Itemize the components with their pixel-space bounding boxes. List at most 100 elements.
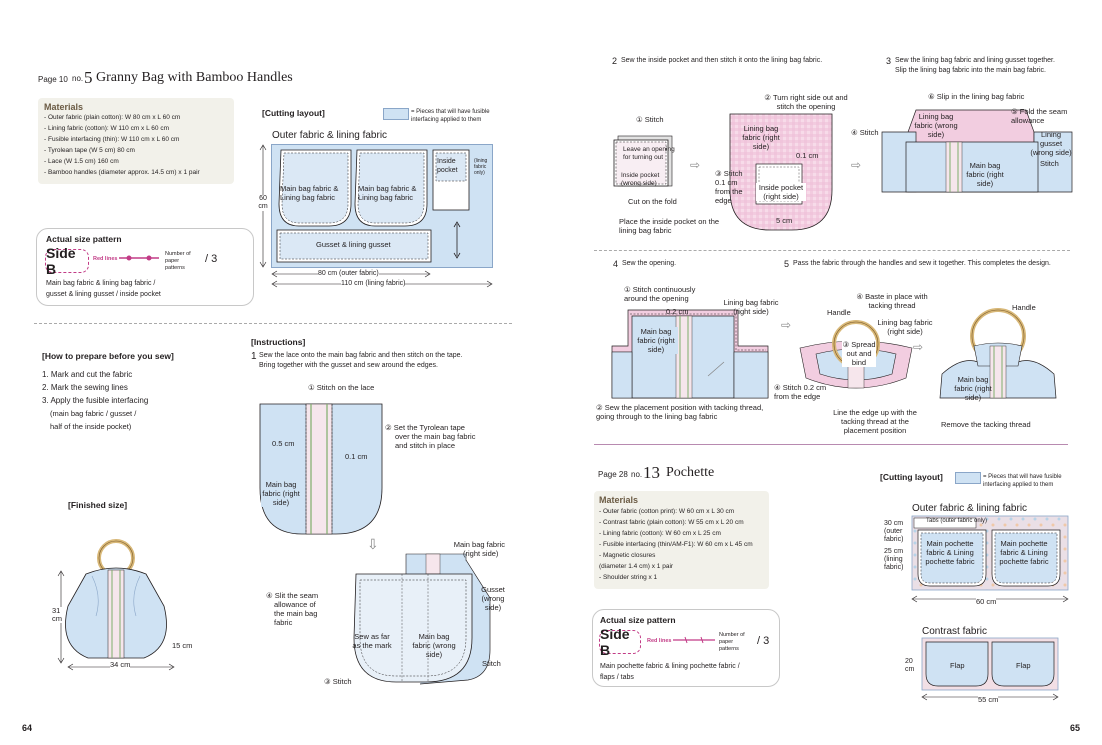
cutting-layout-heading: [Cutting layout] [262, 108, 325, 118]
pochette-piece-2: Main pochette fabric & Lining pochette f… [999, 539, 1049, 566]
lining-gusset-label: Lining gusset (wrong side) [1030, 130, 1072, 157]
red-line-icon [119, 255, 159, 261]
dim-0-5: 0.5 cm [272, 439, 295, 448]
materials-item: - Tyrolean tape (W 5 cm) 80 cm [44, 147, 135, 154]
pochette-piece-1: Main pochette fabric & Lining pochette f… [925, 539, 975, 566]
materials-item: - Bamboo handles (diameter approx. 14.5 … [44, 169, 200, 176]
prepare-sub: (main bag fabric / gusset / [50, 409, 137, 418]
num-patterns: / 3 [757, 635, 770, 647]
contrast-fabric-title: Contrast fabric [922, 626, 988, 637]
dim-5cm: 5 cm [776, 216, 793, 225]
materials-item: - Magnetic closures [599, 552, 656, 559]
prepare-sub: half of the inside pocket) [50, 422, 132, 431]
interfacing-legend: = Pieces that will have fusible interfac… [411, 109, 490, 123]
finished-gusset: 15 cm [172, 641, 193, 650]
section-divider [34, 323, 512, 324]
pochette-height-outer: 30 cm (outer fabric) [884, 520, 904, 543]
arrow-right-icon: ⇨ [781, 318, 792, 332]
no-prefix: no. [631, 470, 643, 479]
step-3-number: 3 [886, 56, 892, 66]
section-divider [594, 250, 1070, 251]
page-title: Granny Bag with Bamboo Handles [96, 70, 293, 85]
cutting-layout-heading: [Cutting layout] [880, 472, 943, 482]
project-number: 13 [643, 463, 660, 482]
completed-bag-illustration [939, 308, 1057, 399]
pochette-width: 60 cm [976, 597, 997, 606]
page-ref: Page 10 [38, 75, 68, 84]
cutting-pieces [276, 149, 470, 263]
dim-0-1: 0.1 cm [345, 452, 368, 461]
red-line-icon [673, 636, 715, 644]
finished-bag-illustration [65, 539, 167, 659]
finished-height: 31 cm [52, 606, 64, 623]
prepare-heading: [How to prepare before you sew] [42, 351, 174, 361]
sew-opening-illustration [611, 309, 769, 399]
pochette-title: Pochette [666, 465, 715, 480]
red-lines-label: Red lines [647, 638, 672, 644]
pattern-desc-1: Main pochette fabric & lining pochette f… [600, 663, 740, 670]
pochette-height-lining: 25 cm (lining fabric) [884, 548, 904, 571]
callout-slip-in: ⑥ Slip in the lining bag fabric [928, 92, 1025, 101]
callout-turn-out: ② Turn right side out and stitch the ope… [764, 93, 848, 111]
interfacing-legend-swatch [383, 108, 409, 120]
lining-into-bag-illustration [881, 109, 1073, 193]
materials-item: - Outer fabric (cotton print): W 60 cm x… [599, 508, 735, 515]
piece-gusset: Gusset & lining gusset [316, 240, 391, 249]
dim-0-2: 0.2 cm [666, 307, 689, 316]
dim-0-1: 0.1 cm [796, 151, 819, 160]
pochette-materials-box: Materials - Outer fabric (cotton print):… [594, 491, 769, 589]
prepare-step: 3. Apply the fusible interfacing [42, 396, 149, 405]
main-bag-step1-sewing-illustration [353, 553, 491, 685]
main-bag-rs-label: Main bag fabric (right side) [634, 327, 678, 354]
callout-slit: allowance of [274, 600, 316, 609]
arrow-right-icon: ⇨ [851, 158, 862, 172]
lining-rs-label: Lining bag fabric (right side) [723, 298, 779, 316]
main-bag-rs-label: Main bag fabric (right side) [966, 161, 1004, 188]
callout-stitch-4: ④ Stitch [851, 128, 879, 137]
flap-label-1: Flap [950, 661, 965, 670]
callout-stitch-1: ① Stitch [636, 115, 664, 124]
actual-size-pattern-box: Actual size pattern Side B Red lines Num… [36, 228, 254, 306]
pattern-desc-2: flaps / tabs [600, 674, 634, 681]
contrast-cutting [921, 637, 1059, 691]
step-1-number: 1 [251, 351, 257, 362]
project-number: 5 [84, 68, 93, 87]
arrow-right-icon: ⇨ [913, 340, 924, 354]
step-1-text: Bring together with the gusset and sew a… [259, 362, 439, 369]
interfacing-legend-swatch [955, 472, 981, 484]
cut-on-fold-label: Cut on the fold [628, 197, 677, 206]
handle-label-2: Handle [1012, 303, 1036, 312]
height-label: 60 cm [256, 195, 270, 211]
pochette-actual-size-box: Actual size pattern Side B Red lines Num… [592, 609, 780, 687]
materials-item: - Lining fabric (cotton): W 60 cm x L 25… [599, 530, 721, 537]
actual-size-heading: Actual size pattern [46, 234, 122, 244]
materials-item: - Fusible interfacing (thin/AM-F1): W 60… [599, 541, 753, 548]
pattern-desc-2: gusset & lining gusset / inside pocket [46, 291, 161, 298]
callout-tape: ② Set the Tyrolean tape [385, 423, 465, 432]
materials-item: (diameter 1.4 cm) x 1 pair [599, 563, 674, 570]
main-bag-step1-illustration [259, 403, 383, 535]
materials-box: Materials - Outer fabric (plain cotton):… [38, 98, 234, 184]
line-up-label: Line the edge up with the tacking thread… [833, 408, 917, 435]
stitch-label: Stitch [1040, 159, 1059, 168]
step-2-number: 2 [612, 56, 618, 66]
step-2-text: Sew the inside pocket and then stitch it… [621, 57, 823, 64]
stitch-label: Stitch [482, 659, 501, 668]
materials-item: - Fusible interfacing (thin): W 110 cm x… [44, 136, 180, 143]
num-patterns-label: Number of paper patterns [719, 632, 745, 652]
step-4-text: Sew the opening. [622, 260, 677, 267]
callout-baste: ④ Baste in place with tacking thread [856, 292, 928, 310]
callout-tacking: ② Sew the placement position with tackin… [596, 403, 764, 421]
callout-stitch-02: ④ Stitch 0.2 cm from the edge [774, 383, 827, 401]
handle-label: Handle [827, 308, 851, 317]
fabric-title: Outer fabric & lining fabric [272, 130, 388, 141]
step-3-text: Sew the lining bag fabric and lining gus… [895, 57, 1055, 64]
prepare-step: 1. Mark and cut the fabric [42, 370, 133, 379]
callout-stitch-3: ③ Stitch [324, 677, 352, 686]
callout-stitch-around: ① Stitch continuously around the opening [624, 285, 696, 303]
finished-width: 34 cm [110, 660, 131, 669]
main-bag-ws-label: Main bag fabric (wrong side) [412, 632, 456, 659]
arrow-down-icon: ⇩ [367, 536, 379, 552]
main-bag-rs-label: Main bag fabric (right side) [954, 375, 992, 402]
materials-item: - Outer fabric (plain cotton): W 80 cm x… [44, 114, 181, 121]
